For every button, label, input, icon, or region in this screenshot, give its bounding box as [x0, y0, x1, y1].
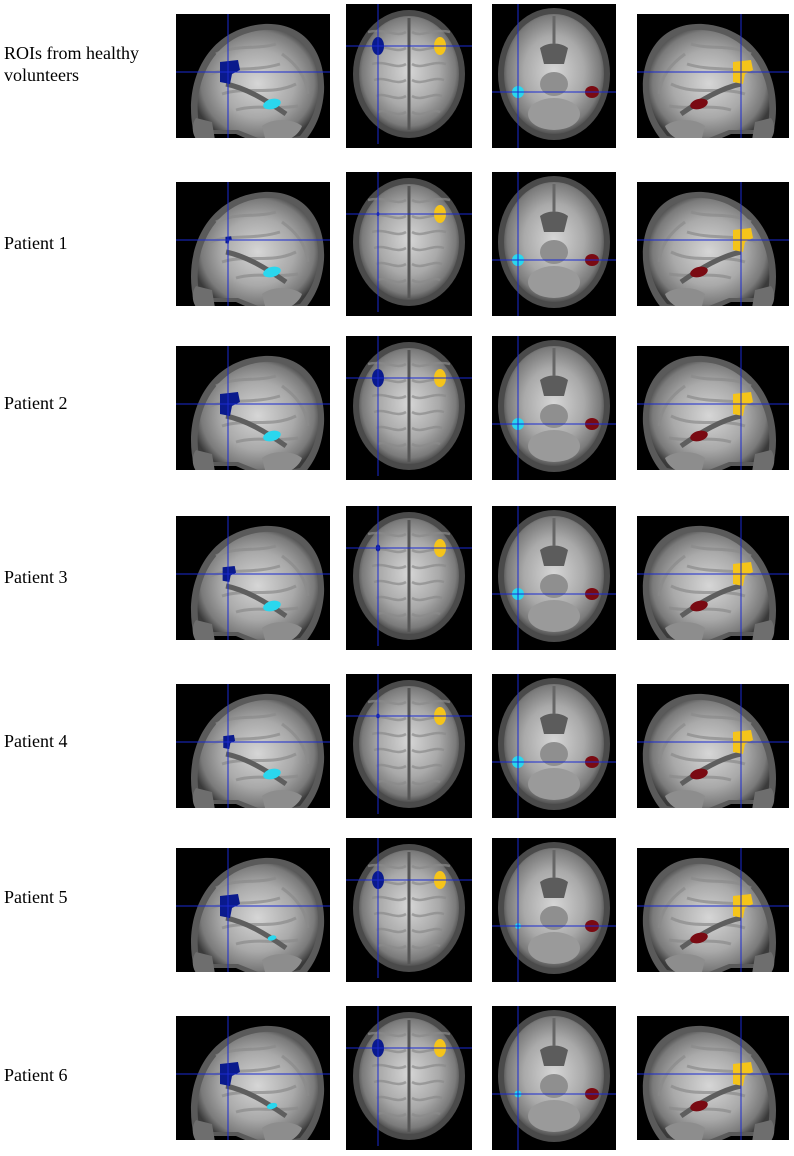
- cyan-roi: [263, 430, 281, 442]
- cyan-roi: [263, 98, 281, 110]
- mri-sagittal-left-view: [176, 182, 330, 306]
- cyan-roi: [263, 266, 281, 278]
- red-roi: [690, 768, 708, 780]
- mri-axial-inferior-view: [492, 674, 616, 818]
- mri-axial-inferior-view: [492, 336, 616, 480]
- row-label: Patient 1: [4, 233, 68, 253]
- red-roi: [690, 1100, 708, 1112]
- mri-axial-superior-view: [346, 4, 472, 148]
- red-roi: [690, 98, 708, 110]
- mri-axial-superior-view: [346, 506, 472, 650]
- mri-sagittal-left-view: [176, 516, 330, 640]
- mri-sagittal-left-view: [176, 848, 330, 972]
- row-label: ROIs from healthy volunteers: [4, 43, 139, 85]
- mri-sagittal-left-view: [176, 684, 330, 808]
- cyan-roi: [263, 600, 281, 612]
- mri-sagittal-right-view: [637, 848, 789, 972]
- row-label: Patient 4: [4, 731, 68, 751]
- row-label: Patient 6: [4, 1065, 68, 1085]
- mri-sagittal-right-view: [637, 516, 789, 640]
- cyan-roi: [263, 768, 281, 780]
- row-label: Patient 5: [4, 887, 68, 907]
- mri-sagittal-right-view: [637, 182, 789, 306]
- mri-axial-superior-view: [346, 172, 472, 316]
- cyan-roi: [267, 935, 277, 941]
- mri-axial-inferior-view: [492, 4, 616, 148]
- mri-axial-inferior-view: [492, 172, 616, 316]
- mri-axial-superior-view: [346, 838, 472, 982]
- red-roi: [690, 266, 708, 278]
- mri-axial-inferior-view: [492, 1006, 616, 1150]
- mri-axial-superior-view: [346, 336, 472, 480]
- mri-sagittal-left-view: [176, 346, 330, 470]
- mri-axial-inferior-view: [492, 506, 616, 650]
- mri-sagittal-right-view: [637, 684, 789, 808]
- mri-sagittal-left-view: [176, 1016, 330, 1140]
- row-label: Patient 2: [4, 393, 68, 413]
- mri-axial-inferior-view: [492, 838, 616, 982]
- red-roi: [690, 430, 708, 442]
- mri-axial-superior-view: [346, 674, 472, 818]
- mri-sagittal-left-view: [176, 14, 330, 138]
- mri-sagittal-right-view: [637, 1016, 789, 1140]
- row-label: Patient 3: [4, 567, 68, 587]
- mri-sagittal-right-view: [637, 346, 789, 470]
- mri-axial-superior-view: [346, 1006, 472, 1150]
- red-roi: [690, 932, 708, 944]
- mri-sagittal-right-view: [637, 14, 789, 138]
- cyan-roi: [266, 1102, 278, 1110]
- red-roi: [690, 600, 708, 612]
